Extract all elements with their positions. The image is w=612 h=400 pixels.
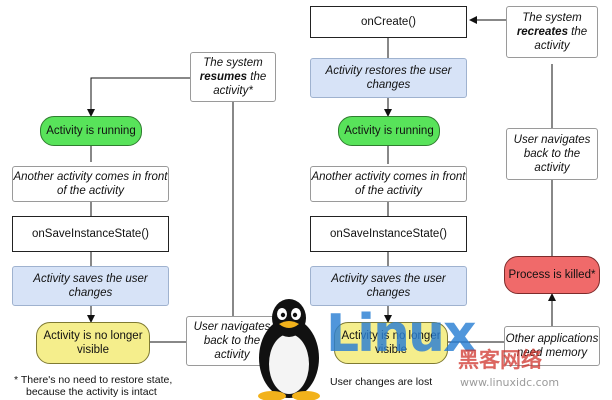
on-save-instance-state-middle: onSaveInstanceState()	[310, 216, 467, 252]
navigates-back-right: User navigates back to the activity	[506, 128, 598, 180]
chinese-logo-text: 黑客网络	[458, 344, 542, 374]
activity-not-visible-left: Activity is no longer visible	[36, 322, 150, 364]
process-killed: Process is killed*	[504, 256, 600, 294]
footnote: * There's no need to restore state, beca…	[14, 374, 172, 398]
linux-logo-text: Linux	[326, 304, 475, 364]
penguin-logo	[250, 296, 328, 400]
saves-changes-left: Activity saves the user changes	[12, 266, 169, 306]
user-changes-lost-caption: User changes are lost	[330, 376, 432, 388]
another-activity-middle: Another activity comes in front of the a…	[310, 166, 467, 202]
another-activity-left: Another activity comes in front of the a…	[12, 166, 169, 202]
saves-changes-middle: Activity saves the user changes	[310, 266, 467, 306]
on-create: onCreate()	[310, 6, 467, 38]
system-resumes-note: The system resumes the activity*	[190, 52, 276, 102]
on-save-instance-state-left: onSaveInstanceState()	[12, 216, 169, 252]
system-recreates-note: The system recreates the activity	[506, 6, 598, 58]
activity-running-middle: Activity is running	[338, 116, 440, 146]
activity-running-left: Activity is running	[40, 116, 142, 146]
watermark-url: www.linuxidc.com	[460, 376, 559, 389]
restores-changes: Activity restores the user changes	[310, 58, 467, 98]
